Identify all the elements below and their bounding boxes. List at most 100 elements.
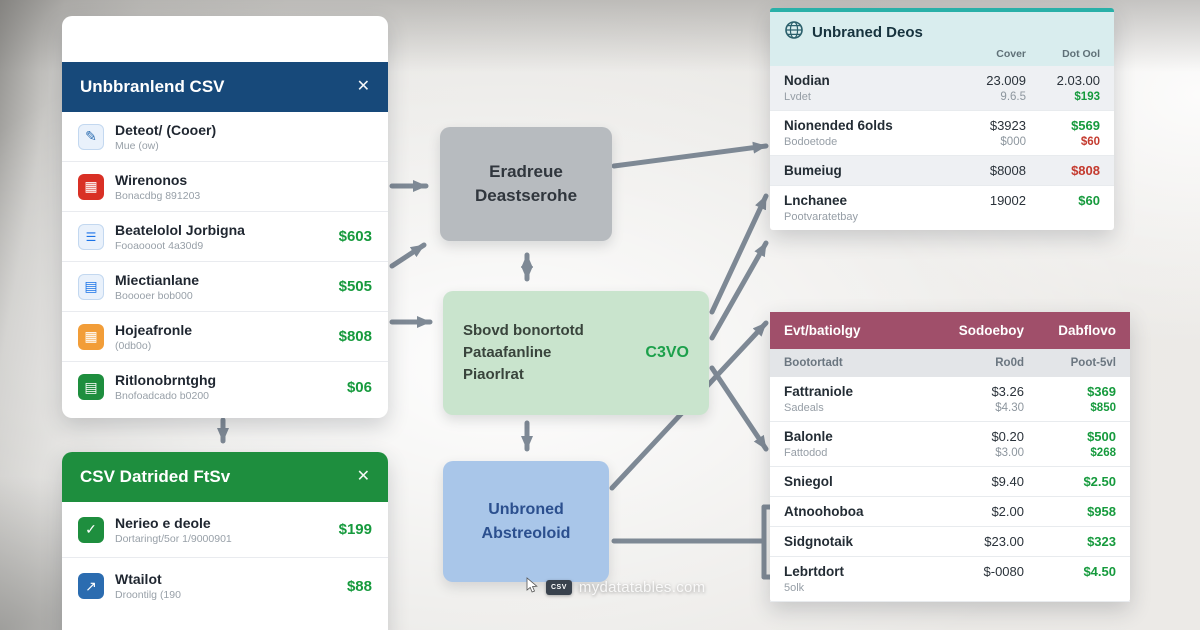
table-bottom-body: Fattraniole Sadeals $3.26 $4.30 $369 $85… (770, 377, 1130, 602)
row-label: Sniegol (784, 474, 833, 489)
item-icon (78, 273, 104, 300)
row-value-1: $3.26 (991, 384, 1024, 399)
row-value-1-sub: $000 (1000, 136, 1026, 148)
table-row: Sidgnotaik $23.00 $323 (770, 527, 1130, 557)
list-item: Hojeafronle (0db0o) $808 (62, 312, 388, 362)
close-icon[interactable]: ✕ (356, 468, 370, 485)
row-value-1: $8008 (989, 163, 1026, 178)
panel-csv-list: Nerieo e deole Dortaringt/5or 1/9000901 … (62, 502, 388, 614)
row-value-2: $569 (1071, 118, 1100, 133)
row-sublabel: Pootvaratetbay (784, 211, 858, 223)
row-value-2: $60 (1078, 193, 1100, 208)
list-item: Beatelolol Jorbigna Fooaoooot 4a30d9 $60… (62, 212, 388, 262)
item-subtitle: Bnofoadcado b0200 (115, 390, 210, 402)
row-sublabel: Fattodod (784, 447, 828, 459)
row-value-2: $4.50 (1083, 564, 1116, 579)
table-bottom-header: Evt/batiolgy Sodoeboy Dabflovo (770, 312, 1130, 349)
column-header-cover: Cover (996, 48, 1026, 60)
item-icon (78, 573, 104, 599)
item-subtitle: Fooaoooot 4a30d9 (115, 239, 204, 252)
row-value-1-sub: $3.00 (995, 447, 1024, 459)
row-value-2-sub: $60 (1080, 136, 1100, 148)
flow-box-green: Sbovd bonortotd Pataafanline Piaorlrat C… (443, 291, 709, 415)
item-icon (78, 173, 104, 200)
item-subtitle: Bonacdbg 891203 (115, 189, 201, 202)
row-value-1-sub: 9.6.5 (1000, 91, 1026, 103)
table-row: Fattraniole Sadeals $3.26 $4.30 $369 $85… (770, 377, 1130, 422)
row-sublabel: Sadeals (784, 402, 824, 414)
watermark-text: mydatatables.com (578, 579, 706, 596)
row-value-1: 19002 (989, 193, 1026, 208)
row-value-1: $-0080 (983, 564, 1024, 579)
row-sublabel: 5olk (784, 582, 805, 594)
panel-unbranded-title: Unbbranlend CSV (80, 77, 225, 96)
item-subtitle: Droontilg (190 (115, 589, 181, 601)
table-row: Balonle Fattodod $0.20 $3.00 $500 $268 (770, 422, 1130, 467)
row-label: Bumeiug (784, 163, 842, 178)
flow-box-green-line1: Sbovd bonortotd (463, 322, 584, 340)
flow-box-gray-line2: Deastserohe (474, 186, 578, 205)
item-icon (78, 516, 104, 543)
cursor-icon (526, 577, 539, 598)
row-value-2: $2.50 (1083, 474, 1116, 489)
panel-unbranded-csv: Unbbranlend CSV ✕ Deteot/ (Cooer) Mue (o… (62, 16, 388, 418)
table-evt-batiolgy: Evt/batiolgy Sodoeboy Dabflovo Bootortad… (770, 312, 1130, 602)
item-title: Nerieo e deole (115, 514, 211, 531)
table-top-body: Nodian Lvdet 23.009 9.6.5 2.03.00 $193 (770, 66, 1114, 230)
close-icon[interactable]: ✕ (356, 78, 370, 95)
row-value-2-sub: $193 (1074, 91, 1100, 103)
column-header-2: Sodoeboy (958, 323, 1024, 338)
row-value-2: $958 (1087, 504, 1116, 519)
table-row: Atnoohoboa $2.00 $958 (770, 497, 1130, 527)
item-value: $505 (338, 278, 372, 295)
item-subtitle: Mue (ow) (115, 139, 159, 152)
flow-box-green-line2: Pataafanline (463, 344, 552, 362)
table-top-header: Unbraned Deos Cover Dot Ool (770, 12, 1114, 66)
table-bottom-subheader: Bootortadt Ro0d Poot-5vl (770, 349, 1130, 377)
column-header-3: Dabflovo (1058, 323, 1116, 338)
item-title: Beatelolol Jorbigna (115, 221, 245, 238)
row-value-2: $323 (1087, 534, 1116, 549)
flow-box-blue: Unbroned Abstreoloid (443, 461, 609, 582)
table-top-title: Unbraned Deos (812, 23, 923, 41)
row-value-1: $9.40 (991, 474, 1024, 489)
item-value: $808 (338, 328, 372, 345)
list-item: Nerieo e deole Dortaringt/5or 1/9000901 … (62, 502, 388, 558)
row-label: Lnchanee (784, 193, 848, 208)
list-item: Miectianlane Booooer bob000 $505 (62, 262, 388, 312)
csv-badge-label: C3VO (645, 344, 689, 362)
csv-watermark-badge: CSV (546, 580, 572, 595)
panel-csv-divided: CSV Datrided FtSv ✕ Nerieo e deole Dorta… (62, 452, 388, 630)
item-title: Wtailot (115, 571, 162, 587)
flow-box-blue-line1: Unbroned (488, 501, 564, 519)
table-row: Nionended 6olds Bodoetode $3923 $000 $56… (770, 111, 1114, 156)
item-icon (78, 123, 104, 150)
item-title: Ritlonobrntghg (115, 372, 217, 388)
column-header-dot-ool: Dot Ool (1062, 48, 1100, 60)
panel-unbranded-header: Unbbranlend CSV ✕ (62, 62, 388, 112)
flow-box-gray-line1: Eradreue (489, 162, 563, 182)
panel-csv-title: CSV Datrided FtSv (80, 467, 231, 486)
item-subtitle: (0db0o) (115, 339, 152, 352)
row-label: Nodian (784, 73, 830, 88)
item-subtitle: Dortaringt/5or 1/9000901 (115, 532, 232, 545)
item-value: $88 (346, 577, 372, 595)
row-value-2: $500 (1087, 429, 1116, 444)
table-row: Sniegol $9.40 $2.50 (770, 467, 1130, 497)
subheader-1: Bootortadt (784, 357, 843, 369)
item-title: Wirenonos (115, 171, 188, 188)
column-header-1: Evt/batiolgy (784, 323, 861, 338)
row-value-1-sub: $4.30 (995, 402, 1024, 414)
table-row: Bumeiug $8008 $808 (770, 156, 1114, 186)
list-item: Deteot/ (Cooer) Mue (ow) (62, 112, 388, 162)
item-title: Deteot/ (Cooer) (115, 121, 217, 138)
row-value-2-sub: $850 (1090, 402, 1116, 414)
row-label: Balonle (784, 429, 833, 444)
row-label: Fattraniole (784, 384, 854, 399)
panel-unbranded-list: Deteot/ (Cooer) Mue (ow) Wirenonos Bonac… (62, 112, 388, 412)
row-value-1: $0.20 (991, 429, 1024, 444)
row-label: Atnoohoboa (784, 504, 864, 519)
row-value-1: $2.00 (991, 504, 1024, 519)
item-value: $199 (338, 521, 372, 538)
